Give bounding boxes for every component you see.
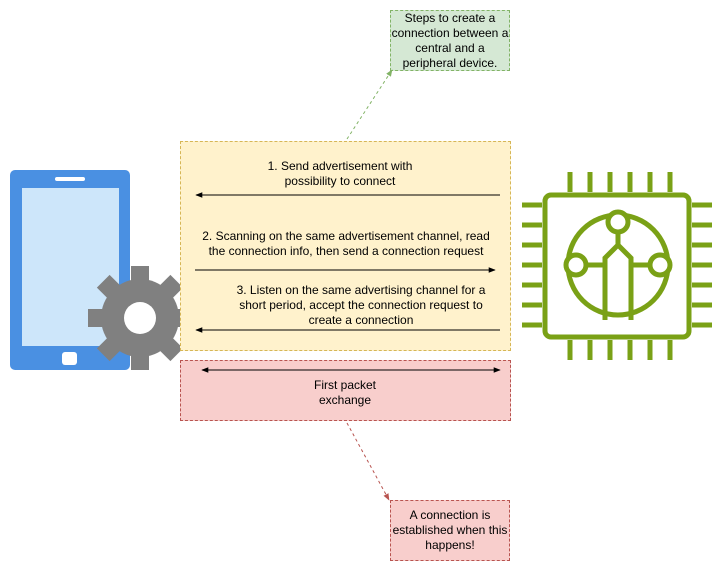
step-2-label: 2. Scanning on the same advertisement ch… bbox=[202, 229, 490, 258]
bottom-note: A connection is established when this ha… bbox=[390, 500, 510, 561]
bottom-note-text: A connection is established when this ha… bbox=[392, 508, 508, 552]
step-3-label: 3. Listen on the same advertising channe… bbox=[236, 283, 486, 327]
top-note-text: Steps to create a connection between a c… bbox=[391, 10, 509, 70]
connector-bottom-note bbox=[346, 422, 390, 501]
top-note: Steps to create a connection between a c… bbox=[390, 10, 510, 71]
connector-top-note bbox=[346, 69, 393, 140]
exchange-label: First packet exchange bbox=[313, 378, 376, 407]
step-1-label: 1. Send advertisement with possibility t… bbox=[267, 159, 413, 188]
steps-panel bbox=[180, 141, 511, 351]
